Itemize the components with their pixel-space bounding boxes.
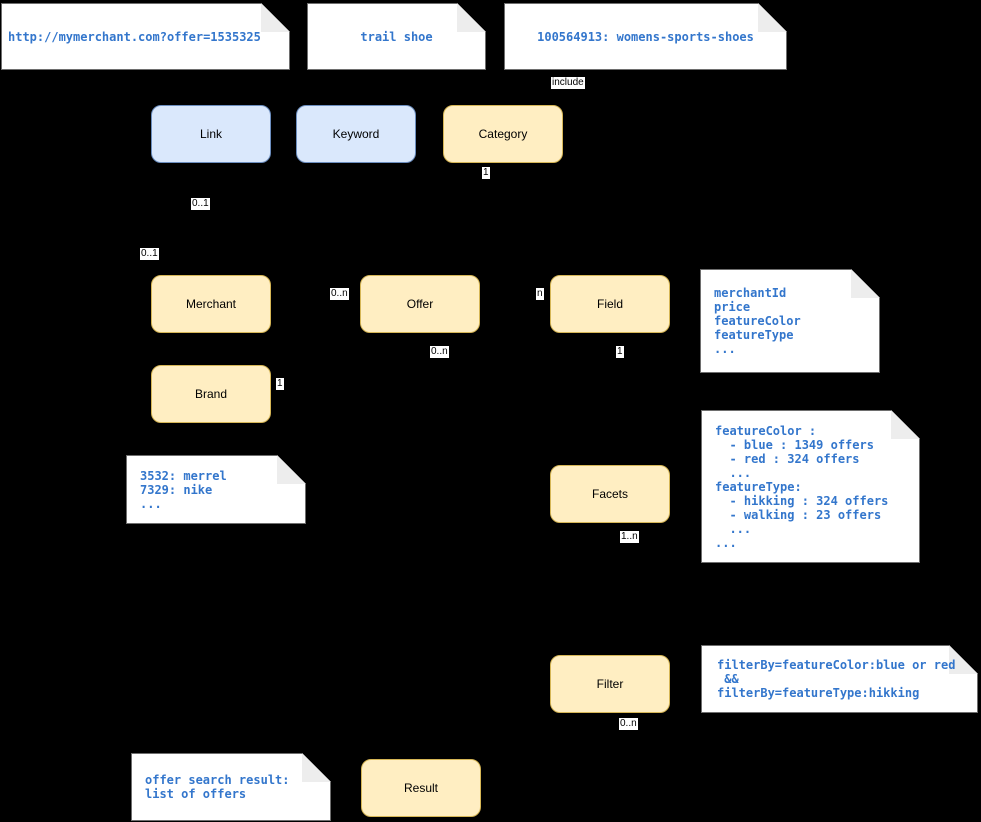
note-facets-example: featureColor : - blue : 1349 offers - re… <box>701 410 920 563</box>
note-category-example: 100564913: womens-sports-shoes <box>504 3 787 70</box>
note-result-description-text: offer search result: list of offers <box>145 773 290 801</box>
node-keyword: Keyword <box>296 105 416 163</box>
note-offer-url-text: http://mymerchant.com?offer=1535325 <box>8 29 261 44</box>
node-link-label: Link <box>199 127 222 141</box>
node-brand: Brand <box>151 365 271 423</box>
node-offer: Offer <box>360 275 480 333</box>
node-merchant: Merchant <box>151 275 271 333</box>
note-filter-example-text: filterBy=featureColor:blue or red && fil… <box>717 658 956 700</box>
node-category-label: Category <box>478 127 528 141</box>
multiplicity-label-category-1: 1 <box>482 167 490 179</box>
multiplicity-label-facets-1-n: 1..n <box>620 531 639 543</box>
note-filter-example: filterBy=featureColor:blue or red && fil… <box>701 645 978 713</box>
node-field-label: Field <box>596 297 623 311</box>
node-category: Category <box>443 105 563 163</box>
node-result-label: Result <box>403 781 438 795</box>
node-offer-label: Offer <box>406 297 434 311</box>
node-result: Result <box>361 759 481 817</box>
multiplicity-label-field-n: n <box>536 288 544 300</box>
note-keyword-example-text: trail shoe <box>360 29 433 44</box>
note-brand-examples: 3532: merrel 7329: nike ... <box>126 455 306 524</box>
edge-label-include: include <box>551 77 585 89</box>
multiplicity-label-offer-0-n-left: 0..n <box>330 288 349 300</box>
note-category-example-text: 100564913: womens-sports-shoes <box>537 29 754 44</box>
note-brand-examples-text: 3532: merrel 7329: nike ... <box>140 468 227 511</box>
node-field: Field <box>550 275 670 333</box>
note-result-description: offer search result: list of offers <box>131 753 331 821</box>
note-facets-example-text: featureColor : - blue : 1349 offers - re… <box>715 423 889 550</box>
multiplicity-label-field-1: 1 <box>616 346 624 358</box>
node-facets: Facets <box>550 465 670 523</box>
note-keyword-example: trail shoe <box>307 3 486 70</box>
node-link: Link <box>151 105 271 163</box>
multiplicity-label-filter-0-n: 0..n <box>619 718 638 730</box>
multiplicity-label-link-0-1: 0..1 <box>191 198 210 210</box>
multiplicity-label-merchant-0-1: 0..1 <box>140 248 159 260</box>
node-filter-label: Filter <box>596 677 624 691</box>
node-filter: Filter <box>550 655 670 713</box>
note-field-examples-text: merchantId price featureColor featureTyp… <box>714 286 801 356</box>
node-merchant-label: Merchant <box>185 297 237 311</box>
node-keyword-label: Keyword <box>332 127 380 141</box>
multiplicity-label-offer-0-n-bottom: 0..n <box>430 346 449 358</box>
multiplicity-label-brand-1: 1 <box>276 378 284 390</box>
node-facets-label: Facets <box>591 487 628 501</box>
node-brand-label: Brand <box>194 387 228 401</box>
note-offer-url: http://mymerchant.com?offer=1535325 <box>1 3 290 70</box>
note-field-examples: merchantId price featureColor featureTyp… <box>700 269 880 373</box>
